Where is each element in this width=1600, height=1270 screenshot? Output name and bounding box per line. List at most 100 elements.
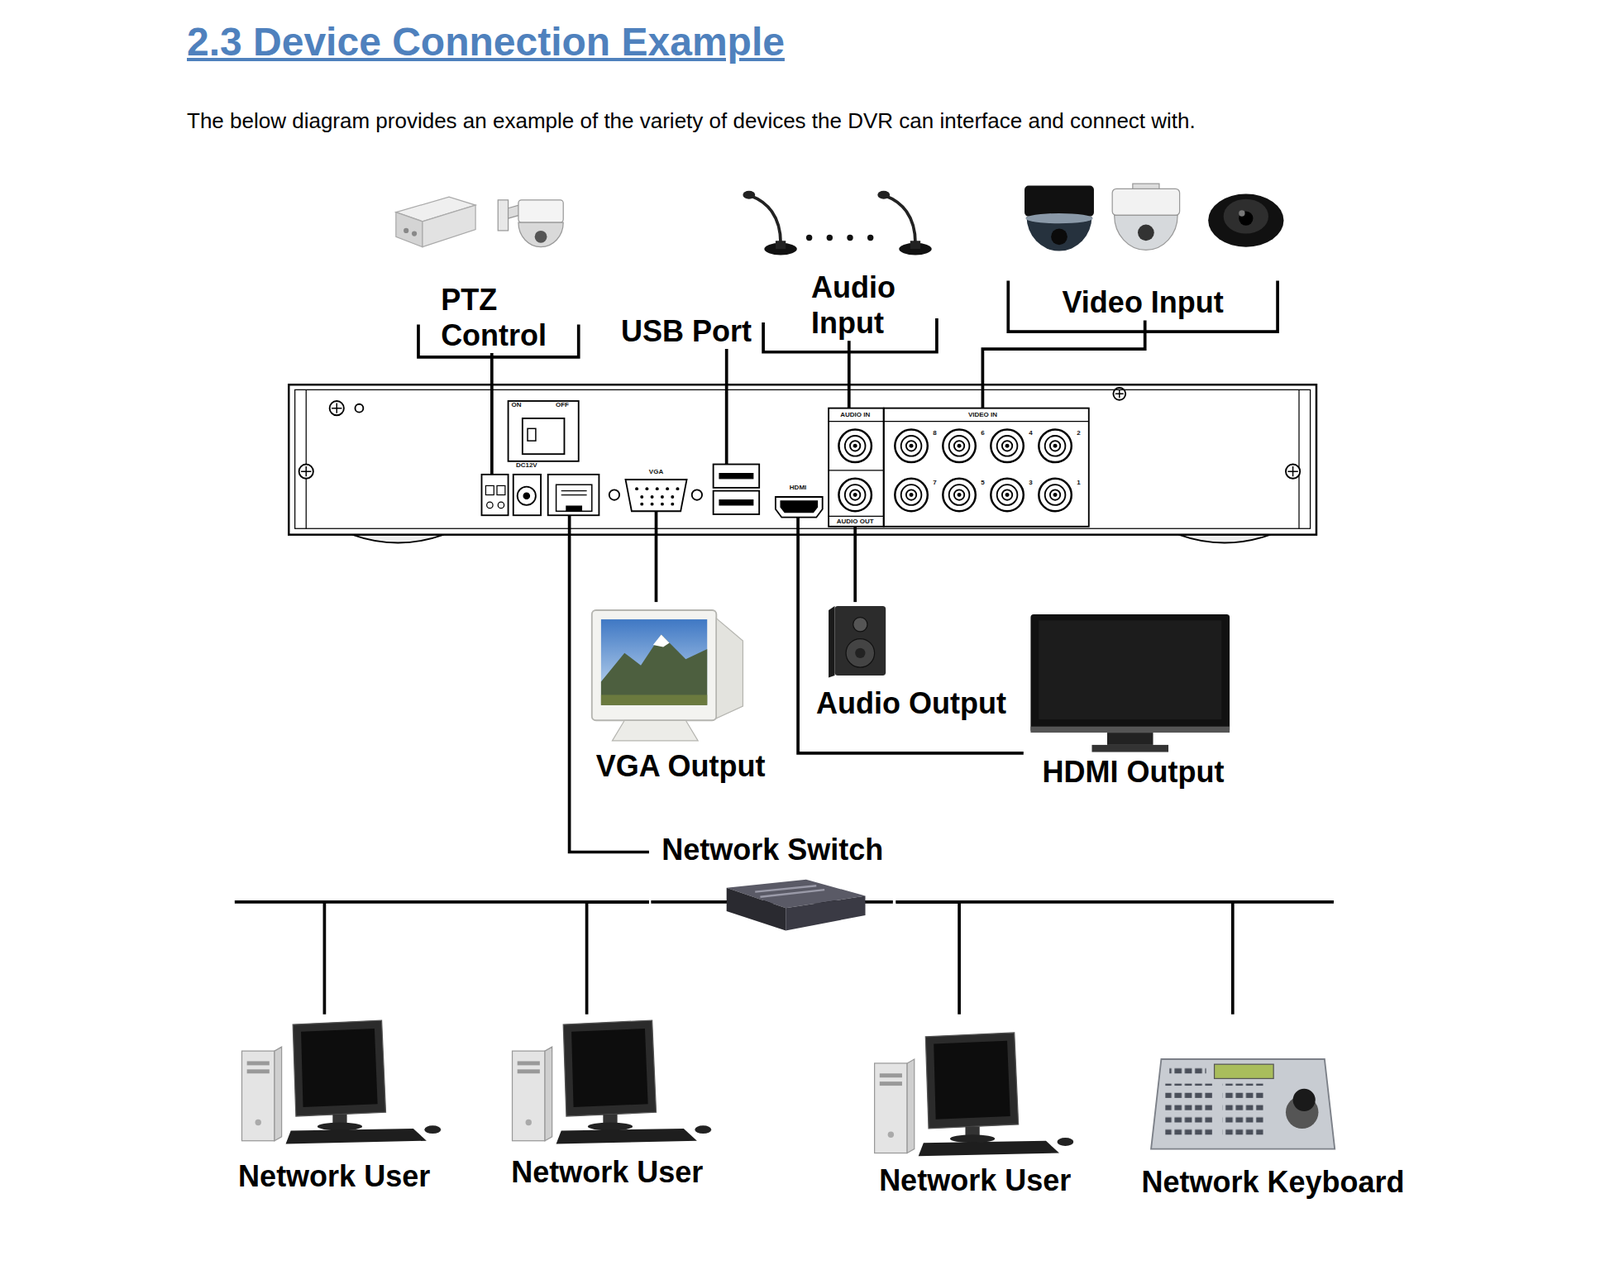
ellipsis-dots	[826, 234, 833, 241]
device-node: Network User	[500, 1014, 715, 1190]
device-label: VGA Output	[596, 748, 766, 784]
speaker-icon	[834, 606, 886, 676]
tv-icon	[1038, 620, 1222, 720]
dvr-rear-panel	[644, 487, 649, 491]
bnc-connectors	[942, 429, 975, 463]
dvr-rear-panel	[522, 418, 565, 454]
port-label: AUDIO IN	[840, 411, 870, 419]
port-label: 7	[932, 479, 937, 487]
dvr-rear-panel	[496, 485, 506, 495]
crt-monitor-icon	[601, 635, 707, 706]
dvr-rear-panel	[650, 502, 655, 507]
dvr-rear-panel	[1287, 466, 1298, 477]
junction-box-icon	[396, 196, 476, 247]
dvr-rear-panel	[354, 404, 363, 413]
dvr-rear-panel	[635, 487, 679, 506]
dvr-rear-panel	[655, 487, 660, 491]
dvr-rear-panel	[508, 401, 579, 462]
tv-icon	[1030, 726, 1230, 733]
dvr-rear-panel	[300, 466, 311, 477]
dvr-rear-panel	[828, 421, 884, 517]
network-switch-icon	[726, 879, 866, 932]
device-node: Network Switch	[649, 831, 897, 940]
dvr-rear-panel	[288, 384, 1317, 543]
crt-monitor-icon	[611, 720, 698, 741]
ptz-camera-icon	[518, 200, 564, 223]
dvr-rear-panel	[670, 502, 674, 507]
connector-line	[847, 340, 851, 385]
device-node: USB Port	[608, 313, 764, 349]
control-keyboard-icon	[1214, 1064, 1275, 1079]
connector-line	[725, 348, 729, 385]
microphone-icon	[877, 191, 932, 256]
dvr-rear-panel	[713, 464, 760, 488]
microphone-icon	[742, 191, 797, 256]
microphone-icon	[750, 195, 781, 244]
dvr-rear-panel	[548, 474, 600, 516]
microphone-icon	[877, 191, 890, 200]
dvr-rear-panel	[828, 408, 884, 527]
device-node: Network User	[865, 1014, 1085, 1199]
dvr-rear-panel	[517, 487, 536, 506]
control-keyboard-icon	[1151, 1059, 1335, 1150]
dvr-rear-panel	[352, 534, 445, 544]
port-leader-line	[491, 384, 984, 535]
port-label: OFF	[555, 401, 569, 409]
dome-camera-icon	[1208, 193, 1284, 247]
dvr-rear-panel	[1285, 464, 1300, 479]
bracket	[1007, 280, 1278, 332]
bnc-connectors	[942, 478, 975, 512]
connector-line	[797, 534, 1024, 754]
ellipsis-dots	[867, 234, 874, 241]
illustration-group	[234, 183, 1335, 1156]
device-label: HDMI Output	[1041, 754, 1224, 790]
control-keyboard-icon	[1222, 1084, 1263, 1142]
ptz-camera-icon	[534, 230, 548, 244]
device-label: Video Input	[1047, 284, 1238, 320]
port-label: 2	[1076, 429, 1080, 437]
bnc-connectors	[990, 429, 1023, 463]
connector-line	[569, 534, 650, 853]
device-node: Audio Output	[809, 601, 1014, 722]
dome-camera-icon	[1025, 213, 1093, 224]
dome-camera-icon	[1024, 186, 1094, 252]
illustration-group	[241, 1020, 441, 1144]
dvr-rear-panel	[556, 484, 593, 512]
connector-line	[896, 902, 960, 1015]
crt-monitor-icon	[601, 694, 707, 705]
microphone-icon	[742, 191, 755, 200]
dvr-rear-panel	[883, 408, 1089, 527]
dvr-unit: ONOFFDC12VVGAHDMIAUDIO INVIDEO IN8642753…	[288, 384, 1317, 535]
junction-box-icon	[403, 228, 409, 234]
dvr-rear-panel	[497, 501, 504, 508]
network-switch-icon	[785, 896, 865, 932]
dvr-rear-panel	[331, 402, 342, 413]
bnc-connectors	[894, 429, 927, 463]
device-label: USB Port	[608, 313, 764, 349]
speaker-icon	[845, 639, 875, 669]
dvr-rear-panel	[650, 495, 655, 499]
dvr-rear-panel	[719, 473, 754, 479]
control-keyboard-icon	[1169, 1065, 1206, 1078]
port-label: 6	[980, 429, 984, 437]
dvr-rear-panel	[1115, 389, 1124, 398]
dvr-rear-panel	[295, 389, 1311, 529]
network-switch-icon	[754, 885, 825, 898]
dvr-rear-panel	[883, 420, 1089, 422]
device-label: Audio Input	[811, 269, 932, 341]
device-label: Audio Output	[816, 685, 1007, 722]
dvr-rear-panel	[670, 495, 674, 499]
connector-line	[324, 902, 650, 1015]
port-label: DC12V	[515, 462, 538, 469]
port-leader-line	[569, 511, 856, 535]
device-label: Network User	[511, 1154, 703, 1190]
ptz-camera-icon	[1112, 183, 1180, 250]
port-label: ON	[511, 401, 521, 409]
bnc-connectors	[1038, 478, 1071, 512]
device-label: Network Keyboard	[1141, 1164, 1405, 1200]
device-node: HDMI Output	[1023, 610, 1243, 790]
dvr-rear-panel	[527, 428, 536, 441]
dome-camera-icon	[1050, 228, 1068, 245]
